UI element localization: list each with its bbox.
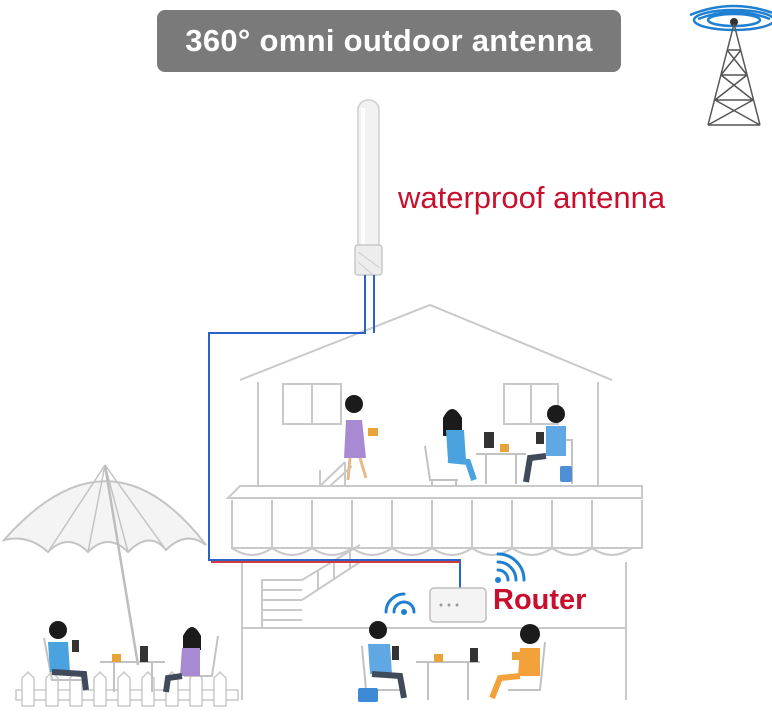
fence [15, 670, 239, 707]
antenna-cables [208, 275, 461, 590]
person-sitting [48, 621, 89, 691]
wifi-signal-icon [495, 552, 526, 583]
person-sitting [358, 621, 407, 702]
person-sitting [112, 627, 201, 693]
wifi-signal-icon [384, 592, 416, 615]
person-sitting [523, 405, 572, 483]
router-label: Router [493, 584, 587, 616]
person-sitting [434, 624, 540, 700]
title-badge: 360° omni outdoor antenna [157, 10, 621, 72]
waterproof-antenna-label: waterproof antenna [398, 180, 666, 215]
person-standing [344, 395, 378, 481]
people [48, 395, 572, 702]
person-sitting [443, 409, 509, 481]
antenna-icon [354, 99, 383, 276]
cell-tower-icon [689, 4, 772, 126]
umbrella [1, 464, 207, 666]
router-icon [429, 587, 487, 623]
building [225, 303, 643, 700]
